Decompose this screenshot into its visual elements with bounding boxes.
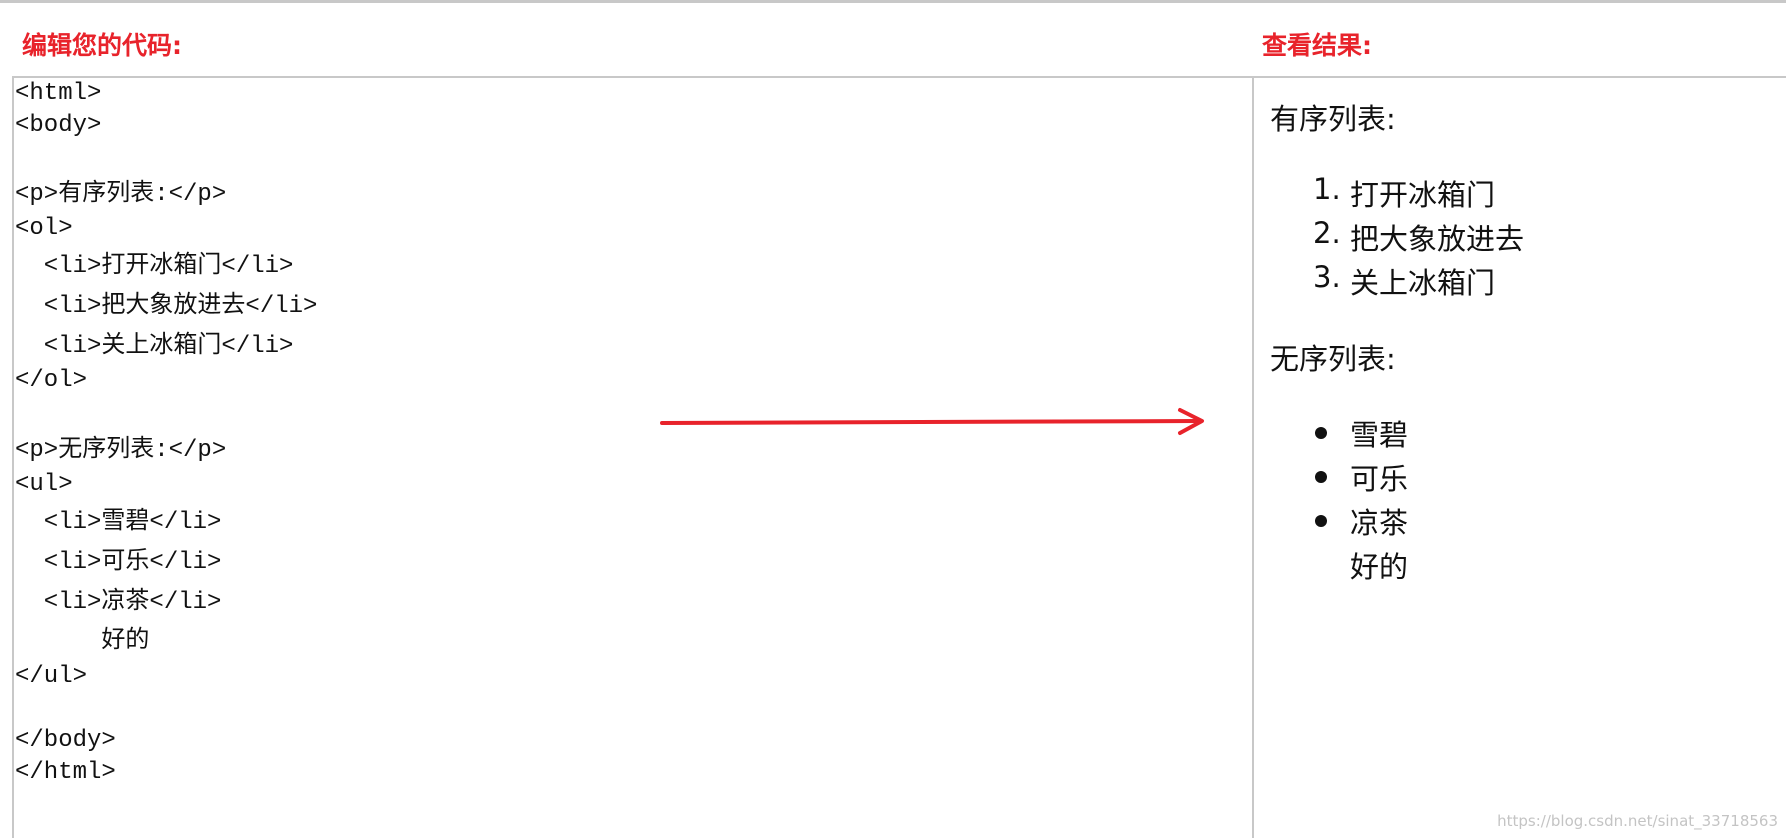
- bullet-icon: [1315, 515, 1327, 527]
- code-line[interactable]: <html>: [15, 80, 102, 107]
- right-arrow-icon: [660, 408, 1204, 435]
- list-marker: 2.: [1313, 216, 1341, 250]
- list-item-text: 关上冰箱门: [1350, 266, 1496, 300]
- code-line[interactable]: <p>有序列表:</p>: [15, 181, 227, 208]
- code-line[interactable]: <li>打开冰箱门</li>: [15, 253, 294, 280]
- code-line[interactable]: 好的: [15, 628, 150, 655]
- bullet-icon: [1315, 471, 1327, 483]
- code-line[interactable]: <li>凉茶</li>: [15, 589, 222, 616]
- editor-heading: 编辑您的代码:: [22, 31, 182, 60]
- code-line[interactable]: </html>: [15, 759, 116, 786]
- panel-border: [12, 76, 1786, 838]
- bullet-icon: [1315, 427, 1327, 439]
- list-item-text: 可乐: [1350, 462, 1409, 496]
- code-line[interactable]: <li>可乐</li>: [15, 549, 222, 576]
- list-item-text: 凉茶: [1350, 506, 1409, 540]
- list-item-text: 把大象放进去: [1350, 222, 1525, 256]
- top-rule: [0, 0, 1786, 3]
- code-line[interactable]: <body>: [15, 112, 102, 139]
- code-line[interactable]: <li>关上冰箱门</li>: [15, 333, 294, 360]
- code-line[interactable]: </body>: [15, 727, 116, 754]
- code-line[interactable]: </ul>: [15, 663, 88, 690]
- code-line[interactable]: <ul>: [15, 471, 73, 498]
- code-line[interactable]: </ol>: [15, 367, 88, 394]
- code-line[interactable]: <li>把大象放进去</li>: [15, 293, 318, 320]
- code-line[interactable]: <p>无序列表:</p>: [15, 437, 227, 464]
- code-line[interactable]: <li>雪碧</li>: [15, 509, 222, 536]
- result-heading: 查看结果:: [1262, 31, 1372, 60]
- list-item-continuation: 好的: [1350, 550, 1409, 584]
- list-item-text: 打开冰箱门: [1350, 178, 1496, 212]
- unordered-list-title: 无序列表:: [1270, 342, 1396, 376]
- list-marker: 1.: [1313, 172, 1341, 206]
- code-line[interactable]: <ol>: [15, 215, 73, 242]
- ordered-list-title: 有序列表:: [1270, 102, 1396, 136]
- panel-divider[interactable]: [1252, 76, 1254, 838]
- list-item-text: 雪碧: [1350, 418, 1409, 452]
- list-marker: 3.: [1313, 260, 1341, 294]
- watermark: https://blog.csdn.net/sinat_33718563: [1497, 812, 1778, 830]
